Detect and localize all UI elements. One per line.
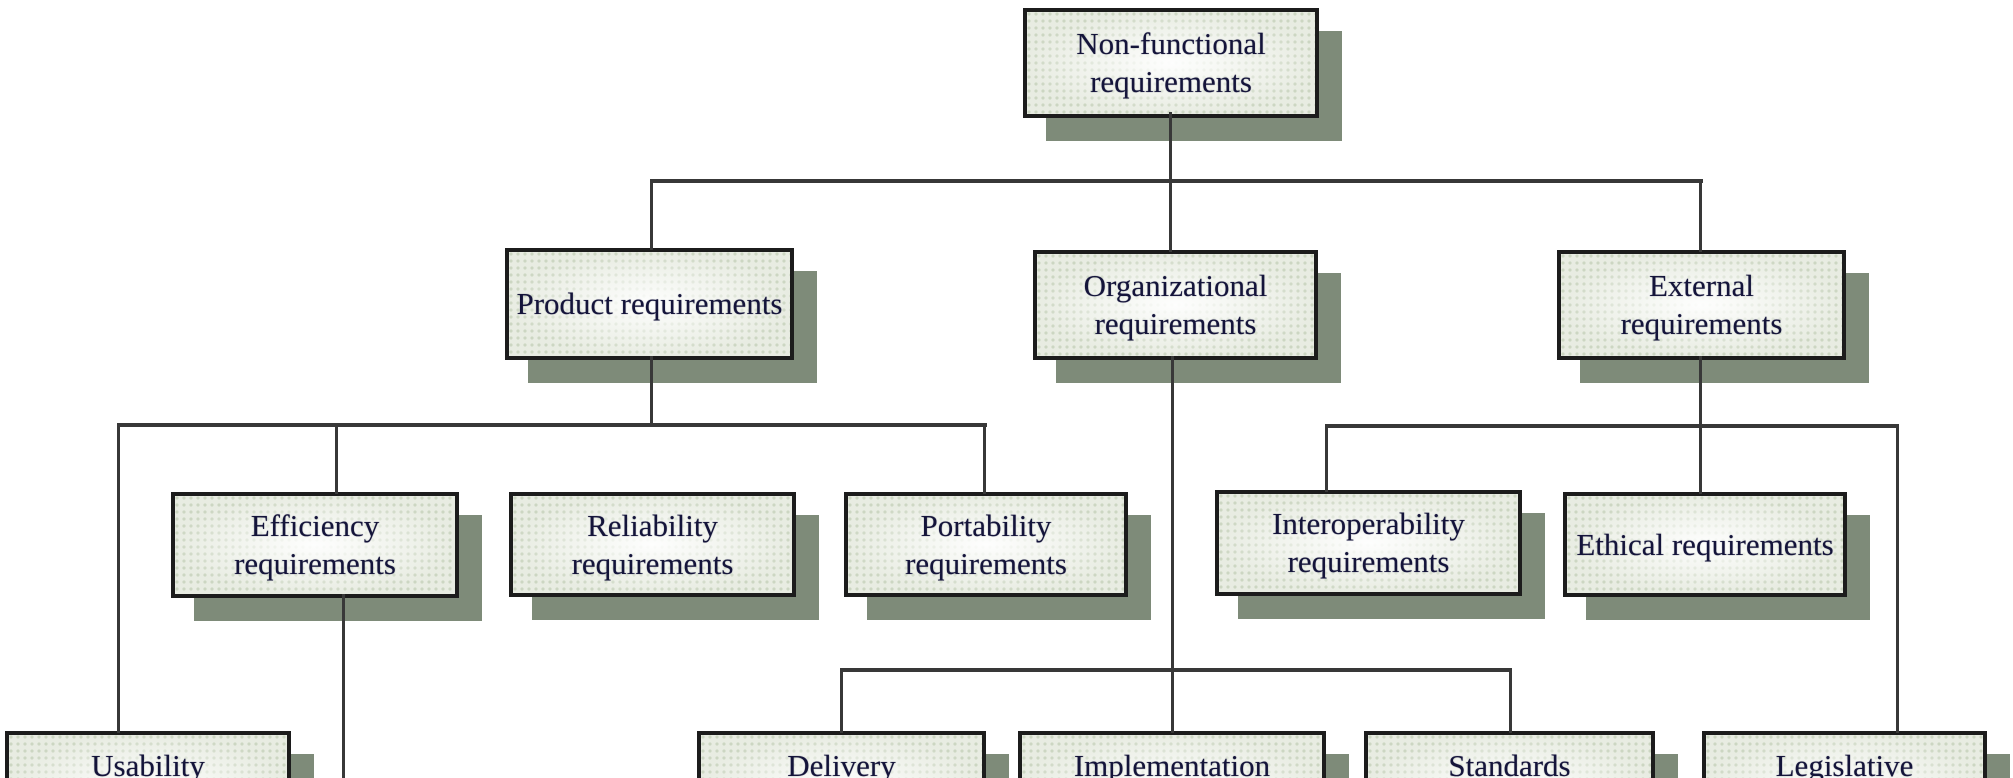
node-usability: Usability [5, 731, 291, 778]
node-label: Product requirements [516, 286, 783, 322]
connector-efficiency-bottom-drop [342, 594, 345, 778]
connector-external-top-drop [1699, 179, 1702, 252]
connector-interoperability-drop [1325, 424, 1328, 492]
node-label: Legislative [1775, 748, 1914, 778]
node-label: Delivery [787, 748, 896, 778]
connector-organizational-bus [840, 668, 1512, 672]
node-efficiency-requirements: Efficiency requirements [171, 492, 459, 598]
node-legislative: Legislative [1702, 731, 1987, 778]
node-organizational-requirements: Organizational requirements [1033, 250, 1318, 360]
node-ethical-requirements: Ethical requirements [1563, 492, 1847, 597]
connector-level2-bus [651, 179, 1703, 183]
connector-usability-drop [117, 423, 120, 733]
node-delivery: Delivery [697, 731, 986, 778]
node-label: Implementation [1073, 748, 1271, 778]
node-label: Efficiency requirements [234, 508, 396, 581]
node-standards: Standards [1364, 731, 1655, 778]
connector-product-bottom-drop [650, 356, 653, 426]
connector-efficiency-top-drop [335, 423, 338, 494]
node-label: Organizational requirements [1083, 268, 1268, 341]
connector-product-bus [117, 423, 987, 427]
connector-portability-drop [983, 423, 986, 494]
connector-delivery-drop [840, 668, 843, 733]
node-label: Usability [91, 748, 205, 778]
connector-standards-drop [1509, 668, 1512, 733]
node-label: Portability requirements [905, 507, 1067, 581]
node-implementation: Implementation [1018, 731, 1326, 778]
node-label: Ethical requirements [1576, 526, 1834, 562]
node-label: Interoperability requirements [1272, 506, 1465, 579]
node-label: External requirements [1620, 268, 1783, 341]
connector-product-top-drop [650, 179, 653, 250]
node-portability-requirements: Portability requirements [844, 492, 1128, 597]
node-non-functional-requirements: Non-functional requirements [1023, 8, 1319, 118]
node-label: Standards [1448, 748, 1571, 778]
connector-organizational-drop [1171, 356, 1174, 733]
node-product-requirements: Product requirements [505, 248, 794, 360]
node-label: Non-functional requirements [1076, 26, 1266, 99]
node-reliability-requirements: Reliability requirements [509, 492, 796, 597]
node-interoperability-requirements: Interoperability requirements [1215, 490, 1522, 596]
node-label: Reliability requirements [571, 507, 734, 581]
connector-legislative-drop [1896, 424, 1899, 733]
node-external-requirements: External requirements [1557, 250, 1846, 360]
connector-external-bus [1325, 424, 1899, 428]
